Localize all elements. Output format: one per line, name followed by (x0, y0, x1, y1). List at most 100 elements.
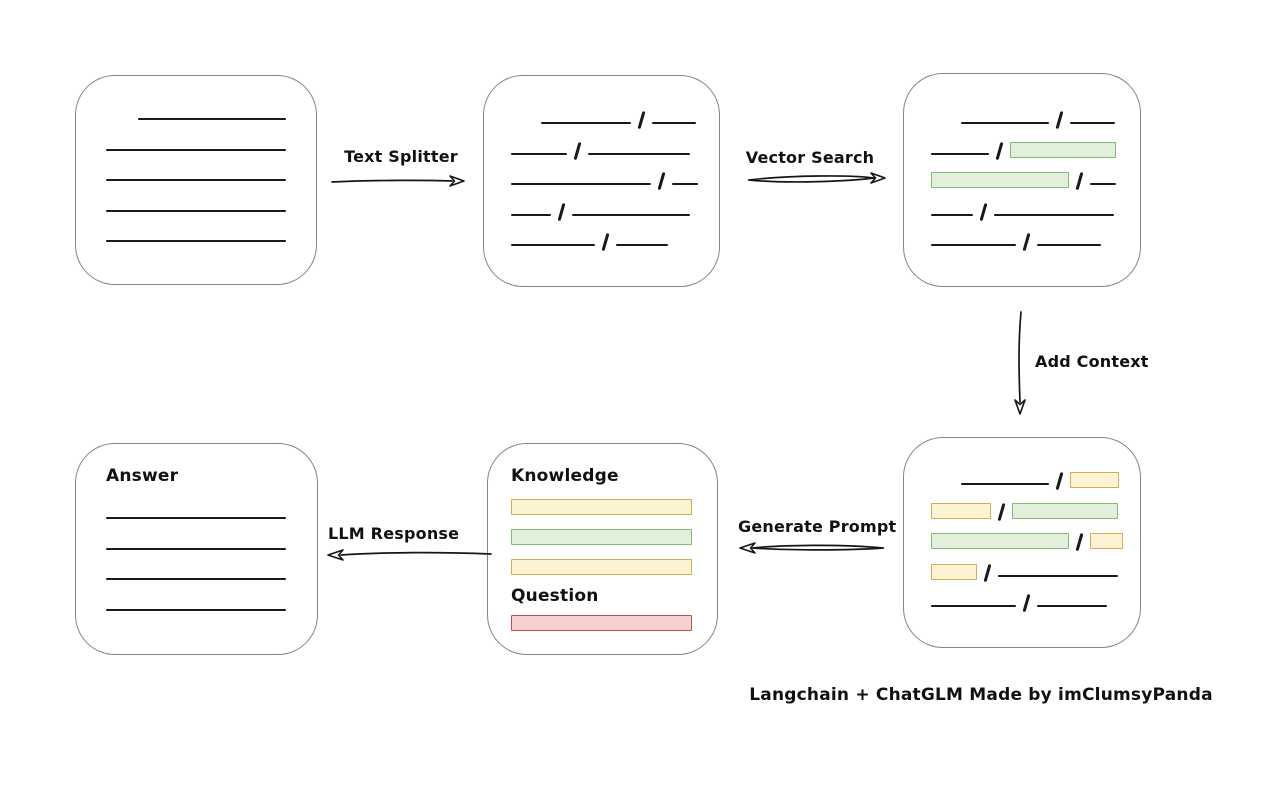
slash-separator (1022, 594, 1031, 613)
text-line (511, 213, 551, 216)
text-line (1036, 605, 1107, 608)
text-row (511, 226, 719, 257)
text-row (106, 560, 317, 591)
text-line (931, 244, 1016, 247)
text-line (106, 179, 286, 182)
text-row (106, 591, 317, 622)
context-chunks-box (903, 437, 1141, 648)
slash-separator (1075, 172, 1084, 191)
text-row (511, 196, 719, 227)
text-line (511, 183, 651, 186)
text-line (106, 240, 286, 243)
text-row (931, 135, 1140, 166)
text-row (931, 465, 1140, 496)
text-row (106, 192, 316, 223)
text-line (106, 517, 286, 520)
llm-response-label: LLM Response (328, 524, 460, 543)
yellow-highlight-bar (1089, 533, 1123, 550)
text-row (511, 135, 719, 166)
text-line (106, 148, 286, 151)
answer-lines (106, 499, 317, 621)
generate-prompt-label: Generate Prompt (738, 517, 897, 536)
slash-separator (979, 202, 988, 221)
text-line (511, 152, 567, 155)
text-line (931, 605, 1016, 608)
question-bars (511, 611, 717, 635)
add-context-arrow-icon (1014, 311, 1026, 415)
text-line (651, 122, 696, 125)
slash-separator (601, 233, 610, 252)
text-row (106, 222, 316, 253)
yellow-highlight-bar (1069, 472, 1119, 489)
text-splitter-label: Text Splitter (344, 147, 458, 166)
text-line (993, 213, 1114, 216)
text-line (571, 213, 690, 216)
text-line (671, 183, 698, 186)
slash-separator (657, 172, 666, 191)
text-row (931, 226, 1140, 257)
green-highlight-bar (1011, 502, 1118, 519)
text-row (106, 100, 316, 131)
slash-separator (1075, 533, 1084, 552)
green-highlight-bar (931, 172, 1069, 189)
text-row (511, 611, 717, 635)
slash-separator (1022, 233, 1031, 252)
caption: Langchain + ChatGLM Made by imClumsyPand… (749, 685, 1213, 705)
text-row (511, 522, 717, 552)
text-row (931, 587, 1140, 618)
knowledge-label: Knowledge (511, 466, 619, 486)
text-line (615, 244, 668, 247)
yellow-highlight-bar (511, 559, 692, 575)
text-splitter-arrow-icon (331, 175, 465, 187)
text-line (997, 574, 1118, 577)
text-line (587, 152, 690, 155)
text-line (1089, 183, 1116, 186)
text-line (511, 244, 595, 247)
slash-separator (997, 502, 1006, 521)
answer-label: Answer (106, 466, 179, 486)
slash-separator (995, 141, 1004, 160)
split-text-box (483, 75, 720, 287)
text-row (931, 196, 1140, 227)
text-line (541, 122, 631, 125)
yellow-highlight-bar (511, 499, 692, 515)
text-line (1069, 122, 1115, 125)
answer-box: Answer (75, 443, 318, 655)
yellow-highlight-bar (931, 563, 977, 580)
vector-matches-box (903, 73, 1141, 287)
vector-search-label: Vector Search (745, 148, 875, 167)
text-row (931, 557, 1140, 588)
text-line (106, 578, 286, 581)
text-line (106, 608, 286, 611)
text-row (106, 131, 316, 162)
text-row (511, 104, 719, 135)
green-highlight-bar (931, 533, 1069, 550)
text-line (961, 122, 1049, 125)
text-row (106, 499, 317, 530)
text-row (511, 165, 719, 196)
document-box (75, 75, 317, 285)
vector-search-arrow-icon (748, 172, 886, 184)
slash-separator (573, 141, 582, 160)
text-row (931, 526, 1140, 557)
red-highlight-bar (511, 615, 692, 631)
green-highlight-bar (511, 529, 692, 545)
knowledge-bars (511, 492, 717, 582)
slash-separator (1055, 111, 1064, 130)
add-context-label: Add Context (1035, 352, 1149, 371)
text-line (138, 118, 286, 121)
text-line (931, 152, 989, 155)
slash-separator (557, 202, 566, 221)
text-row (106, 530, 317, 561)
question-label: Question (511, 586, 599, 606)
green-highlight-bar (1009, 141, 1116, 158)
text-row (931, 104, 1140, 135)
text-line (106, 209, 286, 212)
slash-separator (637, 111, 646, 130)
text-line (961, 483, 1049, 486)
text-row (931, 496, 1140, 527)
text-row (931, 165, 1140, 196)
text-row (511, 492, 717, 522)
prompt-box: Knowledge Question (487, 443, 718, 655)
